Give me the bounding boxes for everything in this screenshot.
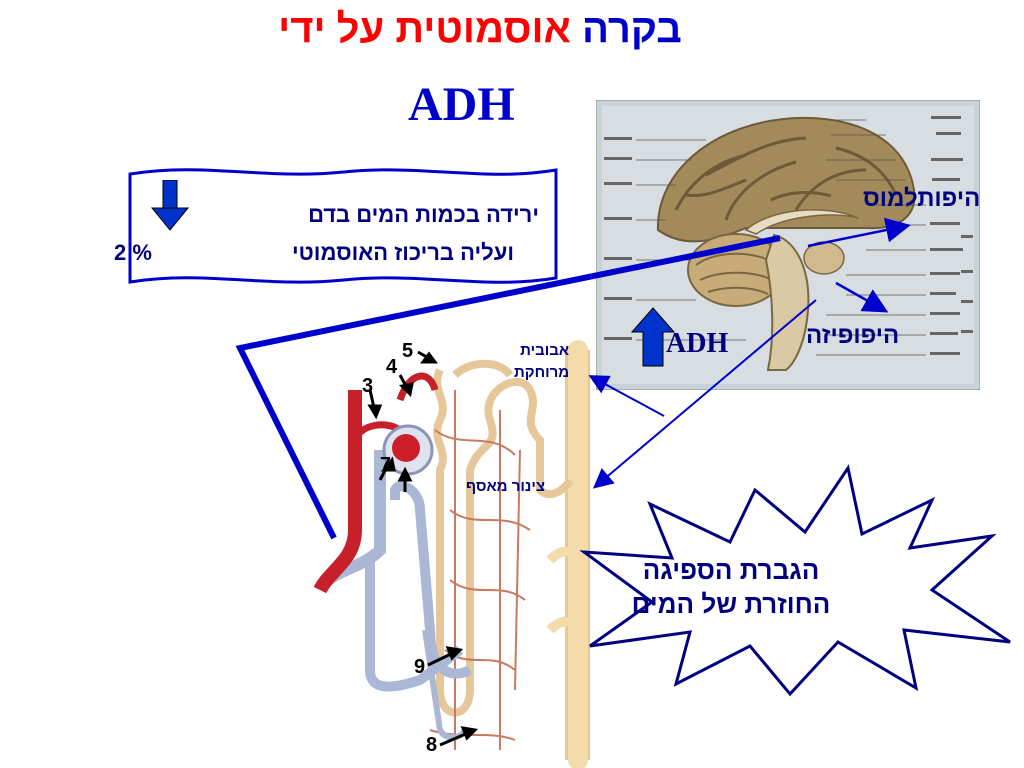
slide-title: בקרה אוסמוטית על ידי [0,6,960,52]
title-word-osmotic: אוסמוטית על ידי [278,7,571,51]
arrow-to-hypothalamus [807,217,911,248]
nephron-number-9: 9 [414,656,426,678]
distal-tubule-line1: אבובית [520,342,570,359]
scroll-text-line2: ועליה בריכוז האוסמוטי [292,240,514,265]
hypothalamus-label: היפותלמוס [863,185,981,212]
distal-tubule-label: אבובית מרוחקת [514,340,569,384]
starburst-text: הגברת הספיגה החוזרת של המים [596,553,866,621]
nephron-diagram [313,340,590,768]
arrow-to-distal-tubule [588,375,665,417]
distal-tubule-line2: מרוחקת [514,364,570,381]
starburst-callout [580,464,1011,697]
starburst-line1: הגברת הספיגה [642,555,820,585]
percent-label: 2 % [114,240,152,265]
title-word-control: בקרה [582,7,682,51]
nephron-number-7: 7 [380,454,392,476]
nephron-number-5: 5 [402,340,414,362]
collecting-duct-label: צינור מאסף [466,478,546,495]
down-arrow-icon [150,180,190,231]
up-arrow-icon [630,307,676,367]
arrow-to-hypophysis [835,281,889,313]
nephron-number-4: 4 [386,356,398,378]
hypophysis-label: היפופיזה [806,322,900,349]
slide-subtitle: ADH [408,78,515,131]
starburst-line2: החוזרת של המים [631,589,831,619]
nephron-number-8: 8 [426,734,438,756]
kidney-to-brain-line [235,235,781,540]
nephron-number-3: 3 [362,375,374,397]
scroll-banner [128,168,558,284]
adh-label: ADH [666,328,729,359]
arrow-to-collecting-duct [592,299,817,489]
scroll-text-line1: ירידה בכמות המים בדם [308,202,539,227]
